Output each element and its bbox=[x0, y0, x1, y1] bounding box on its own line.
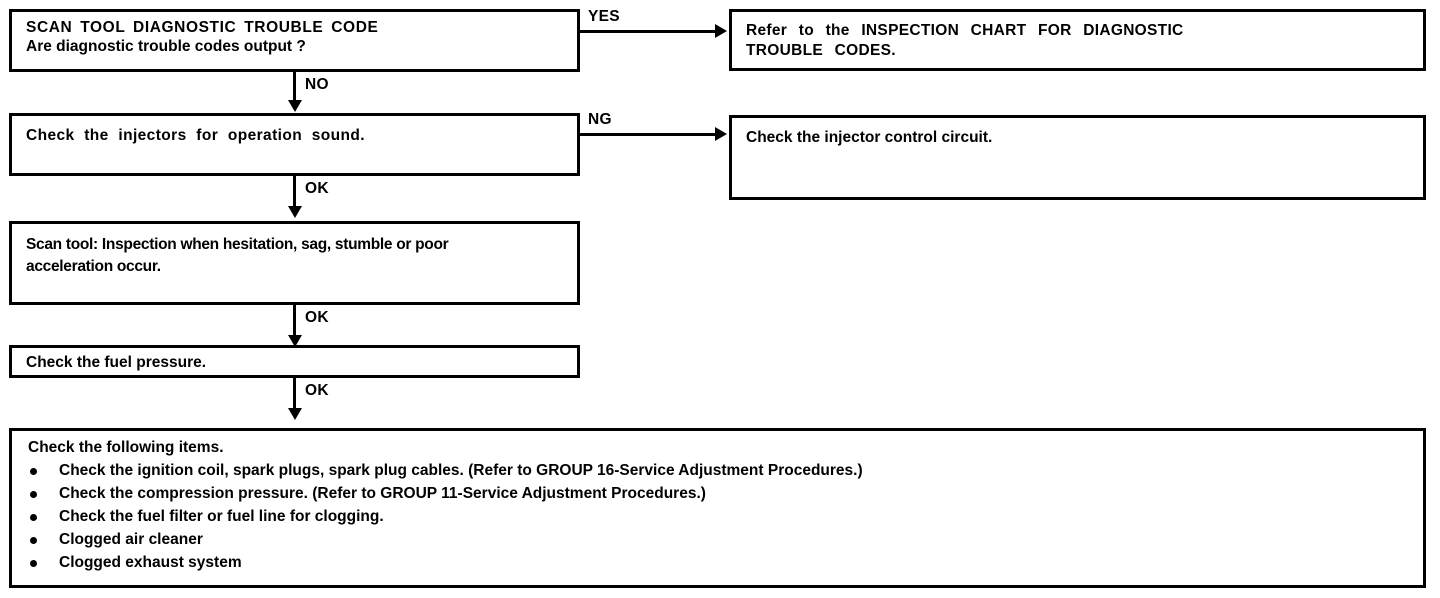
edge-arrowhead-ok-2 bbox=[288, 335, 302, 347]
edge-arrowhead-no bbox=[288, 100, 302, 112]
list-item-label: Check the ignition coil, spark plugs, sp… bbox=[59, 462, 863, 479]
edge-label-ok-1: OK bbox=[305, 180, 329, 197]
list-item: Check the fuel filter or fuel line for c… bbox=[28, 505, 1415, 528]
node-refer-inspection-chart-text: Refer to the INSPECTION CHART FOR DIAGNO… bbox=[746, 22, 1184, 59]
list-item-label: Clogged air cleaner bbox=[59, 531, 203, 548]
node-check-following-items: Check the following items. Check the ign… bbox=[9, 428, 1426, 588]
edge-arrowhead-ok-1 bbox=[288, 206, 302, 218]
list-item: Check the ignition coil, spark plugs, sp… bbox=[28, 459, 1415, 482]
edge-arrowhead-yes bbox=[715, 24, 727, 38]
edge-line-ok-2 bbox=[293, 305, 296, 339]
list-item: Clogged air cleaner bbox=[28, 528, 1415, 551]
edge-label-ok-2: OK bbox=[305, 309, 329, 326]
node-check-fuel-pressure-text: Check the fuel pressure. bbox=[26, 354, 207, 371]
node-check-following-items-heading: Check the following items. bbox=[28, 439, 224, 456]
bullet-icon bbox=[30, 468, 37, 475]
edge-label-ng: NG bbox=[588, 111, 612, 128]
edge-label-no: NO bbox=[305, 76, 329, 93]
bullet-icon bbox=[30, 514, 37, 521]
edge-line-no bbox=[293, 72, 296, 102]
edge-arrowhead-ng bbox=[715, 127, 727, 141]
edge-arrowhead-ok-3 bbox=[288, 408, 302, 420]
list-item: Clogged exhaust system bbox=[28, 551, 1415, 574]
node-check-injector-circuit: Check the injector control circuit. bbox=[729, 115, 1426, 200]
node-scan-tool-inspection: Scan tool: Inspection when hesitation, s… bbox=[9, 221, 580, 305]
list-item-label: Check the fuel filter or fuel line for c… bbox=[59, 508, 384, 525]
edge-line-ok-3 bbox=[293, 378, 296, 412]
node-scan-tool-dtc-question: Are diagnostic trouble codes output ? bbox=[26, 38, 306, 55]
list-item-label: Check the compression pressure. (Refer t… bbox=[59, 485, 706, 502]
node-check-injector-circuit-text: Check the injector control circuit. bbox=[746, 129, 993, 146]
checklist: Check the ignition coil, spark plugs, sp… bbox=[28, 459, 1415, 574]
edge-line-ok-1 bbox=[293, 176, 296, 210]
node-scan-tool-dtc-title: SCAN TOOL DIAGNOSTIC TROUBLE CODE bbox=[26, 19, 379, 36]
node-refer-inspection-chart: Refer to the INSPECTION CHART FOR DIAGNO… bbox=[729, 9, 1426, 71]
list-item: Check the compression pressure. (Refer t… bbox=[28, 482, 1415, 505]
node-check-fuel-pressure: Check the fuel pressure. bbox=[9, 345, 580, 378]
list-item-label: Clogged exhaust system bbox=[59, 554, 242, 571]
node-scan-tool-inspection-text: Scan tool: Inspection when hesitation, s… bbox=[26, 236, 449, 275]
edge-label-yes: YES bbox=[588, 8, 620, 25]
node-check-injectors: Check the injectors for operation sound. bbox=[9, 113, 580, 176]
node-check-injectors-text: Check the injectors for operation sound. bbox=[26, 127, 365, 144]
bullet-icon bbox=[30, 537, 37, 544]
node-scan-tool-dtc: SCAN TOOL DIAGNOSTIC TROUBLE CODE Are di… bbox=[9, 9, 580, 72]
bullet-icon bbox=[30, 491, 37, 498]
edge-line-ng bbox=[580, 133, 717, 136]
edge-line-yes bbox=[580, 30, 717, 33]
bullet-icon bbox=[30, 560, 37, 567]
edge-label-ok-3: OK bbox=[305, 382, 329, 399]
